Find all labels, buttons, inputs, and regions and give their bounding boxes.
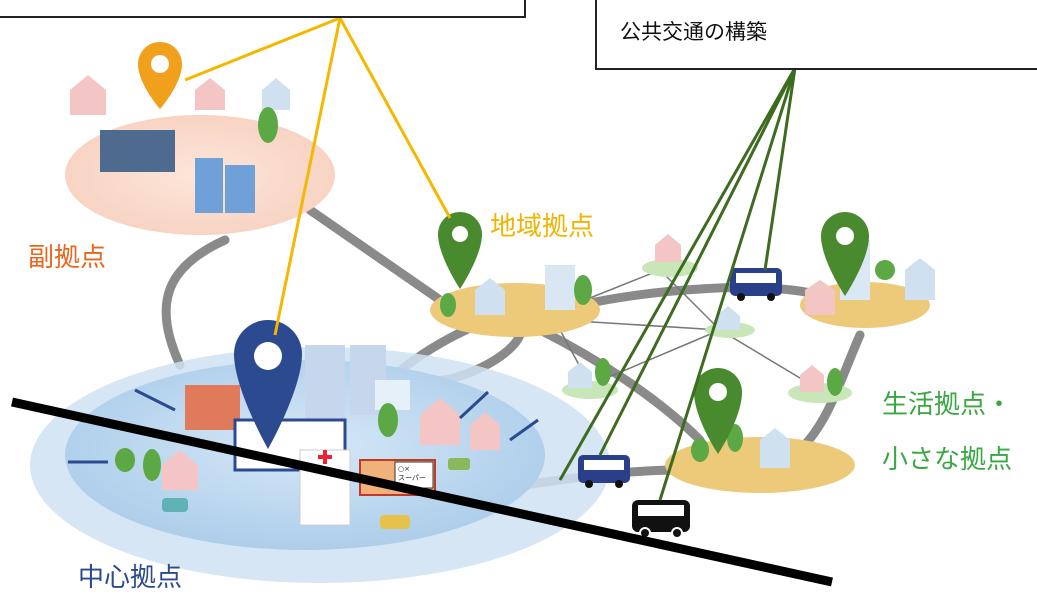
tree-icon bbox=[115, 107, 895, 481]
location-pin-icon bbox=[821, 212, 869, 296]
callout-box-left bbox=[0, 0, 526, 18]
car-icon bbox=[162, 458, 470, 529]
rail-line bbox=[11, 397, 833, 587]
store-sign-text: ○× スーパー bbox=[398, 465, 426, 482]
location-pin-icon bbox=[138, 42, 182, 109]
house-icon bbox=[70, 75, 935, 490]
callout-box-right bbox=[595, 0, 1037, 70]
green-leader-lines bbox=[558, 67, 797, 501]
hospital-icon bbox=[318, 450, 332, 464]
arrow-icon bbox=[68, 388, 539, 464]
location-pin-icon bbox=[438, 212, 482, 289]
label-living-hub-2: 小さな拠点 bbox=[882, 445, 1013, 475]
yellow-leader-lines bbox=[184, 16, 452, 336]
label-central-hub: 中心拠点 bbox=[78, 563, 183, 593]
location-pin-icon bbox=[234, 320, 302, 449]
callout-text-public-transport: 公共交通の構築 bbox=[620, 20, 767, 44]
location-pin-icon bbox=[694, 368, 742, 454]
bus-icon bbox=[730, 268, 782, 301]
bus-icon bbox=[578, 455, 630, 488]
label-regional-hub: 地域拠点 bbox=[490, 212, 595, 242]
bus-icon bbox=[632, 500, 690, 539]
label-living-hub-1: 生活拠点・ bbox=[882, 390, 1013, 420]
label-sub-hub: 副拠点 bbox=[28, 243, 107, 273]
